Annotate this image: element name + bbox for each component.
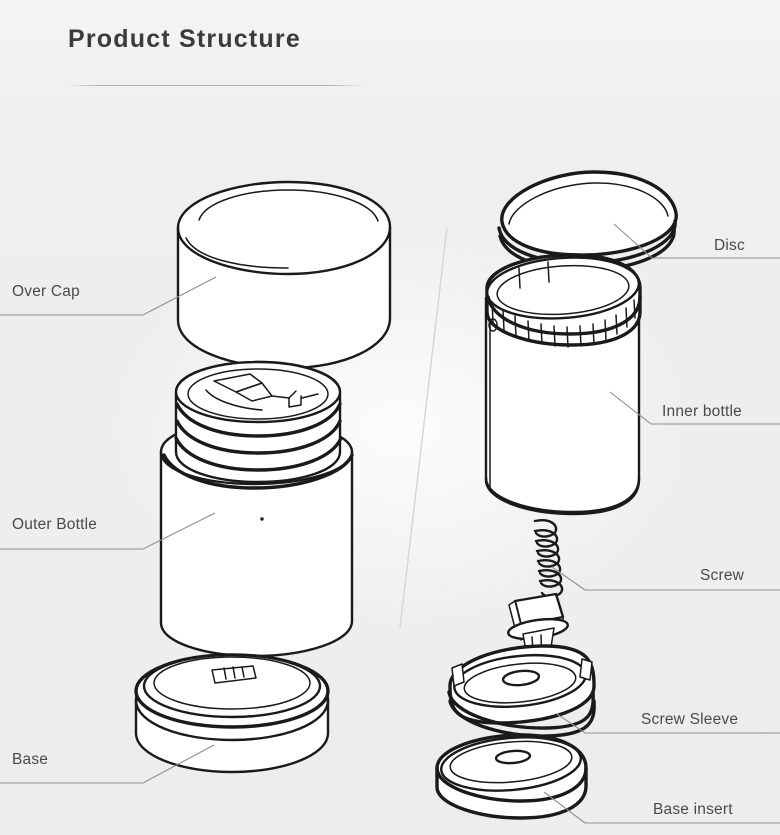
leader-outer-bottle — [0, 512, 216, 550]
part-inner-bottle — [484, 253, 642, 516]
group-divider — [399, 227, 448, 629]
title-divider — [65, 85, 365, 86]
callout-label-outer-bottle: Outer Bottle — [12, 516, 98, 533]
callout-label-over-cap: Over Cap — [12, 283, 80, 300]
leader-over-cap — [0, 276, 217, 316]
part-outer-bottle — [159, 360, 354, 658]
callout-label-base: Base — [12, 751, 49, 768]
callout-leader-lines — [0, 223, 780, 824]
leader-base-insert — [543, 791, 780, 824]
part-over-cap — [176, 180, 392, 370]
part-base — [134, 653, 330, 774]
leader-inner-bottle — [609, 391, 780, 425]
leader-disc — [613, 223, 780, 259]
callout-label-screw-sleeve: Screw Sleeve — [641, 711, 739, 728]
callout-label-screw: Screw — [700, 567, 745, 584]
callout-label-disc: Disc — [714, 237, 745, 254]
leader-base — [0, 744, 215, 784]
part-base-insert — [435, 733, 588, 820]
callout-label-base-insert: Base insert — [653, 801, 733, 818]
part-screw-sleeve — [447, 644, 596, 738]
page-title: Product Structure — [68, 25, 301, 53]
leader-screw-sleeve — [556, 713, 780, 734]
callout-label-inner-bottle: Inner bottle — [662, 403, 742, 420]
leader-screw — [551, 566, 780, 591]
